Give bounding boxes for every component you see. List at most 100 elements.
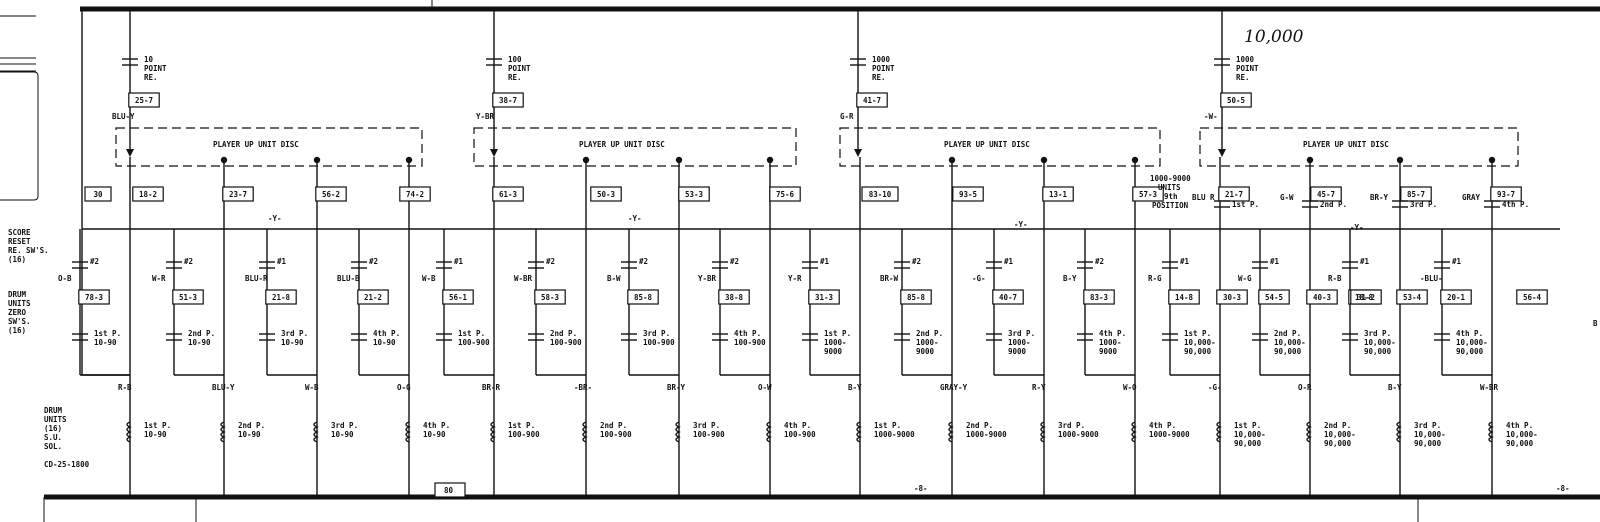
position-label: 10-90 — [281, 338, 304, 347]
reset-label: 1000 — [1236, 55, 1255, 64]
switch-number: #2 — [730, 257, 739, 266]
reset-tag-box — [1220, 92, 1252, 108]
coil-wire-color: W-O — [1123, 383, 1137, 392]
coil-wire-color: W-BR — [1480, 383, 1499, 392]
coil-wire-color: W-B — [305, 383, 319, 392]
page-mark-80: 80 — [444, 486, 454, 495]
drum-zero-line: SW'S. — [8, 317, 31, 326]
junction-dot — [1040, 156, 1048, 164]
reset-label: RE. — [144, 73, 158, 82]
disc-dashed-box — [473, 127, 797, 167]
branch-ref-tag-box — [172, 289, 204, 305]
disc-label: PLAYER UP UNIT DISC — [1303, 140, 1389, 149]
top-ref-tag: 13-1 — [1049, 190, 1068, 199]
score-reset-line: SCORE — [8, 228, 31, 237]
position-label: 10-90 — [94, 338, 117, 347]
left-panel-box — [0, 71, 39, 201]
branch-wire-color: R-G — [1148, 274, 1162, 283]
position-label: 1000- — [1008, 338, 1031, 347]
reset-label: POINT — [508, 64, 531, 73]
coil-wire-color: GRAY-Y — [940, 383, 968, 392]
junction-dot — [582, 156, 590, 164]
contact-label: 2nd P. — [1320, 200, 1347, 209]
coil-label: 100-900 — [784, 430, 816, 439]
coil-label: 3rd P. — [693, 421, 720, 430]
coil-label: 10-90 — [423, 430, 446, 439]
disc-label: PLAYER UP UNIT DISC — [579, 140, 665, 149]
drum-zero-line: ZERO — [8, 308, 27, 317]
top-ref-tag-box — [1132, 186, 1164, 202]
disc-dashed-box — [839, 127, 1161, 167]
disc-arrow — [1218, 149, 1226, 157]
top-ref-tag-box — [222, 186, 254, 202]
position-label: 9000 — [916, 347, 935, 356]
branch-ref-tag: 54-5 — [1265, 293, 1283, 302]
solenoid-coil — [1488, 421, 1494, 443]
branch-wire-color: -BLU- — [1420, 274, 1443, 283]
switch-number: #1 — [454, 257, 464, 266]
top-ref-tag: 75-6 — [776, 190, 795, 199]
position-label: 9000 — [1099, 347, 1118, 356]
branch-ref-tag-box — [1168, 289, 1200, 305]
coil-label: 1000-9000 — [1149, 430, 1190, 439]
coil-label: 1st P. — [144, 421, 171, 430]
branch-ref-tag: 18-8 — [1355, 293, 1374, 302]
switch-number: #2 — [546, 257, 555, 266]
junction-dot — [1488, 156, 1496, 164]
position-label: 90,000 — [1456, 347, 1484, 356]
branch-wire-color: R-B — [1328, 274, 1342, 283]
reset-label: POINT — [144, 64, 167, 73]
reset-label: RE. — [872, 73, 886, 82]
coil-wire-color: R-Y — [1032, 383, 1046, 392]
mid-ref-tag: 40-3 — [1313, 293, 1332, 302]
top-ref-tag: 93-5 — [959, 190, 977, 199]
coil-label: 10,000- — [1324, 430, 1356, 439]
position-label: 10-90 — [373, 338, 396, 347]
page-marks: 80 -8- -8- B — [434, 319, 1598, 498]
solenoid-coil — [856, 421, 862, 443]
coil-label: 100-900 — [693, 430, 725, 439]
branch-wire-color: B-Y — [1063, 274, 1077, 283]
coil-label: 1st P. — [1234, 421, 1261, 430]
disc-arrow — [854, 149, 862, 157]
junction-dot — [1306, 156, 1314, 164]
position-label: 2nd P. — [188, 329, 215, 338]
position-label: 3rd P. — [281, 329, 308, 338]
top-ref-tag: 50-3 — [597, 190, 616, 199]
coil-label: 90,000 — [1414, 439, 1442, 448]
coil-label: 4th P. — [423, 421, 450, 430]
branch-ref-tag: 85-8 — [634, 293, 653, 302]
mid-ref-tag-box — [1350, 289, 1382, 305]
coil-label: 90,000 — [1506, 439, 1534, 448]
position-label: 10,000- — [1364, 338, 1396, 347]
branch-ref-tag-box — [1258, 289, 1290, 305]
branch-wire-color: W-BR — [514, 274, 533, 283]
coil-wire-color: B-Y — [1388, 383, 1402, 392]
reset-wire-color: -W- — [1204, 112, 1218, 121]
disc-arrow — [490, 149, 498, 157]
position-label: 100-900 — [458, 338, 490, 347]
branch-ref-tag: 40-7 — [999, 293, 1017, 302]
disc-label: PLAYER UP UNIT DISC — [944, 140, 1030, 149]
drum-units-line: (16) — [44, 424, 62, 433]
coil-wire-color: O-W — [758, 383, 772, 392]
top-ref-tag: 23-7 — [229, 190, 247, 199]
page-mark-box — [434, 482, 466, 498]
contact-wire-color: G-W — [1280, 193, 1294, 202]
contact-wire-color: BLU R — [1192, 193, 1215, 202]
handwritten-note: 10,000 — [1244, 27, 1304, 47]
position-label: 1000- — [916, 338, 939, 347]
position-label: 1000- — [824, 338, 847, 347]
position-note-line: 1000-9000 — [1150, 174, 1191, 183]
top-ref-tag: 57-3 — [1139, 190, 1158, 199]
disc-dashed-box — [115, 127, 423, 167]
junction-dot — [948, 156, 956, 164]
coil-wire-color: O-G — [397, 383, 411, 392]
top-ref-tag-box — [492, 186, 524, 202]
coil-wire-color: O-R — [1298, 383, 1312, 392]
coil-label: 4th P. — [1506, 421, 1533, 430]
coil-label: 10,000- — [1506, 430, 1538, 439]
mid-ref-tag: 30-3 — [1223, 293, 1242, 302]
branch-ref-tag-box — [442, 289, 474, 305]
coil-label: 3rd P. — [1414, 421, 1441, 430]
